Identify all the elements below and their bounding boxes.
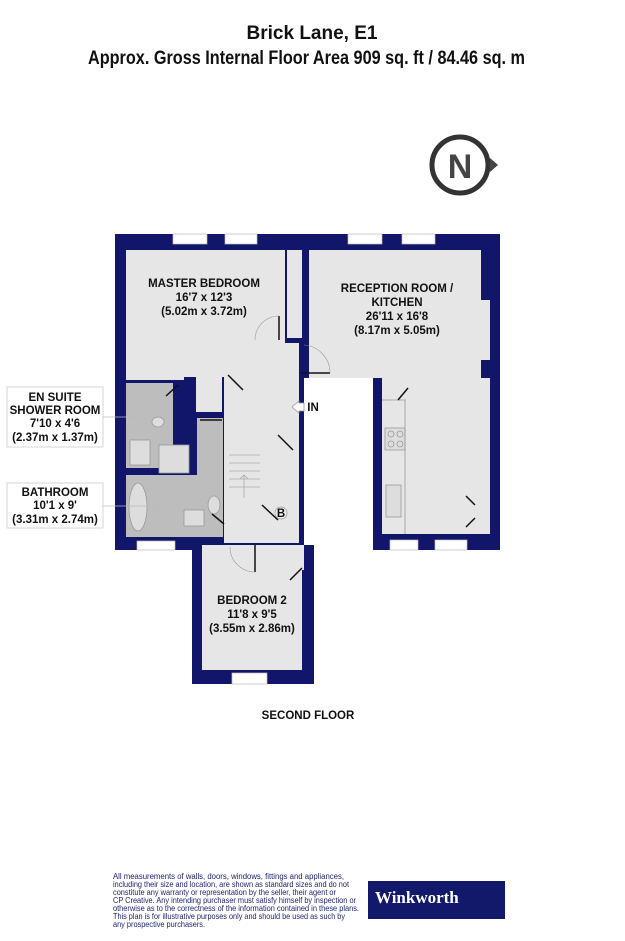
svg-text:(3.31m x 2.74m): (3.31m x 2.74m)	[12, 514, 98, 526]
svg-text:RECEPTION ROOM /: RECEPTION ROOM /	[341, 283, 454, 295]
staircase	[229, 454, 260, 498]
title: Brick Lane, E1	[247, 23, 378, 44]
disclaimer: All measurements of walls, doors, window…	[113, 871, 359, 929]
svg-text:any prospective purchasers.: any prospective purchasers.	[113, 919, 205, 929]
svg-text:SHOWER ROOM: SHOWER ROOM	[10, 405, 101, 417]
windows	[136, 233, 468, 685]
svg-text:B: B	[277, 508, 285, 520]
subtitle: Approx. Gross Internal Floor Area 909 sq…	[88, 48, 525, 69]
svg-text:Winkworth: Winkworth	[375, 888, 459, 907]
svg-text:16'7 x 12'3: 16'7 x 12'3	[176, 292, 233, 304]
svg-text:MASTER BEDROOM: MASTER BEDROOM	[148, 278, 260, 290]
svg-text:CP Creative. Any intending pur: CP Creative. Any intending purchaser mus…	[113, 895, 356, 905]
fixtures	[128, 399, 406, 534]
svg-text:EN SUITE: EN SUITE	[28, 392, 81, 404]
svg-text:All measurements of walls, doo: All measurements of walls, doors, window…	[113, 871, 344, 881]
svg-text:BATHROOM: BATHROOM	[22, 487, 89, 499]
doors	[165, 315, 476, 581]
svg-text:otherwise as to the correctnes: otherwise as to the correctness of the i…	[113, 903, 359, 913]
svg-text:(3.55m x 2.86m): (3.55m x 2.86m)	[209, 623, 295, 635]
svg-text:(5.02m x 3.72m): (5.02m x 3.72m)	[161, 306, 247, 318]
svg-text:7'10 x 4'6: 7'10 x 4'6	[30, 418, 80, 430]
boiler-marker: B	[274, 506, 288, 520]
label-bathroom: BATHROOM 10'1 x 9' (3.31m x 2.74m)	[6, 482, 165, 529]
label-bedroom-2: BEDROOM 2 11'8 x 9'5 (3.55m x 2.86m)	[209, 595, 295, 635]
svg-text:constitute any warranty or rep: constitute any warranty or representatio…	[113, 887, 336, 897]
svg-text:This plan is for illustrative: This plan is for illustrative purposes o…	[113, 911, 346, 921]
svg-text:26'11 x 16'8: 26'11 x 16'8	[366, 311, 429, 323]
winkworth-logo: Winkworth	[368, 881, 505, 919]
north-compass-icon: N	[429, 134, 498, 196]
svg-text:(2.37m x 1.37m): (2.37m x 1.37m)	[12, 432, 98, 444]
svg-text:BEDROOM 2: BEDROOM 2	[217, 595, 287, 607]
svg-text:including their size and locat: including their size and location, are s…	[113, 879, 350, 889]
label-reception-kitchen: RECEPTION ROOM / KITCHEN 26'11 x 16'8 (8…	[341, 283, 454, 337]
svg-text:N: N	[448, 148, 473, 186]
svg-text:(8.17m x 5.05m): (8.17m x 5.05m)	[354, 325, 440, 337]
room-floors	[126, 250, 490, 670]
svg-text:10'1 x 9': 10'1 x 9'	[33, 500, 77, 512]
svg-text:11'8 x 9'5: 11'8 x 9'5	[227, 609, 277, 621]
entrance-label: IN	[307, 402, 319, 414]
entrance-arrow-icon	[291, 400, 305, 414]
label-en-suite: EN SUITE SHOWER ROOM 7'10 x 4'6 (2.37m x…	[6, 386, 140, 448]
floor-label: SECOND FLOOR	[262, 710, 355, 722]
label-master-bedroom: MASTER BEDROOM 16'7 x 12'3 (5.02m x 3.72…	[148, 278, 260, 318]
svg-text:KITCHEN: KITCHEN	[371, 297, 422, 309]
